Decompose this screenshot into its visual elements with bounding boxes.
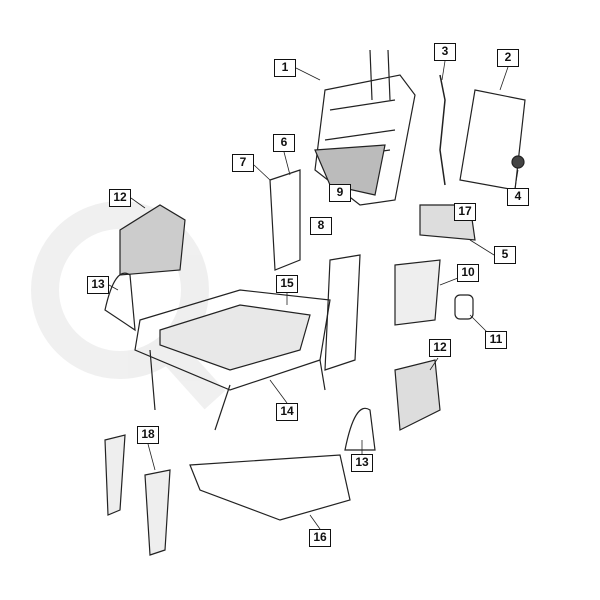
callout-14: 14 <box>276 403 298 421</box>
callout-10: 10 <box>457 264 479 282</box>
callout-16: 16 <box>309 529 331 547</box>
seat-back-frame <box>314 49 416 206</box>
callout-11: 11 <box>485 331 507 349</box>
callout-8: 8 <box>310 217 332 235</box>
recliner-cable <box>439 74 446 186</box>
seat-back-panel <box>459 89 526 191</box>
callout-7: 7 <box>232 154 254 172</box>
callout-13-right: 13 <box>351 454 373 472</box>
callout-5: 5 <box>494 246 516 264</box>
callout-4: 4 <box>507 188 529 206</box>
side-shields <box>104 204 474 451</box>
seat-frame <box>134 169 361 431</box>
leader-lines <box>108 60 519 530</box>
callout-17: 17 <box>454 203 476 221</box>
callout-15: 15 <box>276 275 298 293</box>
side-covers <box>104 434 171 556</box>
callout-18: 18 <box>137 426 159 444</box>
callout-1: 1 <box>274 59 296 77</box>
watermark-logo <box>31 201 226 410</box>
floor-plate <box>189 454 351 521</box>
callout-2: 2 <box>497 49 519 67</box>
callout-13-left: 13 <box>87 276 109 294</box>
callout-12-left: 12 <box>109 189 131 207</box>
callout-12-right: 12 <box>429 339 451 357</box>
callout-6: 6 <box>273 134 295 152</box>
callout-9: 9 <box>329 184 351 202</box>
callout-3: 3 <box>434 43 456 61</box>
